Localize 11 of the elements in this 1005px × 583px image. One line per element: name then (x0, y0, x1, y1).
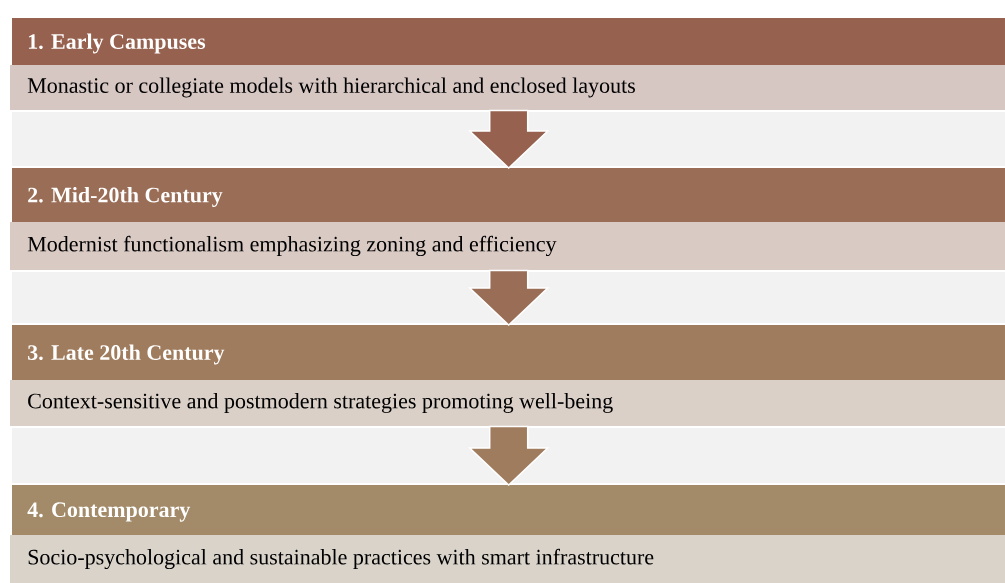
node-label: Socio-psychological and sustainable practices with smart infrastructure (28, 548, 654, 570)
stage-band: 4. Contemporary Socio-psychological and sustainable practices with smart infrastructure (10, 485, 1005, 583)
block-arrow (467, 425, 550, 487)
stage-band: 3. Late 20th Century Context-sensitive and postmodern strategies promoting well-being (10, 325, 1005, 426)
node-label: Monastic or collegiate models with hierarchical and enclosed layouts (27, 77, 635, 98)
node-label: Context-sensitive and postmodern strategies promoting well-being (28, 392, 613, 413)
stage-band: 1. Early Campuses Monastic or collegiate models with hierarchical and enclosed layouts (10, 18, 1005, 110)
node-label: Modernist functionalism emphasizing zoning and efficiency (27, 235, 557, 257)
block-arrow (467, 269, 550, 327)
block-arrow (467, 109, 550, 170)
stage-band: 2. Mid-20th Century Modernist functionalism emphasizing zoning and efficiency (10, 168, 1005, 270)
